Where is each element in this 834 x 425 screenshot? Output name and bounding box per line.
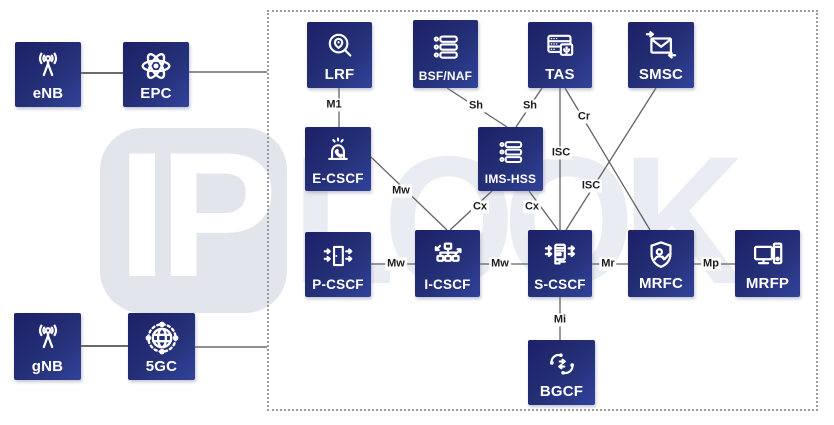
interface-label-m1: M1 [324, 98, 344, 112]
node-label: SMSC [638, 66, 684, 83]
interface-label-cx2: Cx [522, 200, 542, 214]
interface-label-isc1: ISC [549, 146, 573, 160]
ims-core-boundary [267, 10, 818, 411]
interface-label-mw1: Mw [390, 184, 412, 198]
interface-label-mr: Mr [599, 257, 617, 271]
interface-label-sh1: Sh [466, 99, 486, 113]
workstation-icon [735, 230, 800, 276]
interface-label-cx1: Cx [470, 200, 490, 214]
node-label: I-CSCF [424, 276, 471, 292]
node-mrfp: MRFP [735, 230, 800, 297]
node-label: P-CSCF [312, 276, 364, 292]
node-label: TAS [545, 66, 575, 83]
interface-label-mi: Mi [551, 313, 569, 327]
antenna-icon [14, 313, 81, 359]
node-label: LRF [324, 66, 355, 83]
globe-network-icon [128, 313, 195, 359]
watermark-ip-tile: IP [100, 114, 287, 314]
data-stack-icon [413, 20, 478, 70]
node-gnb: gNB [14, 313, 81, 380]
message-exchange-icon [628, 22, 694, 67]
routing-tree-icon [415, 230, 480, 278]
node-s-cscf: S-CSCF [528, 230, 592, 297]
location-search-icon [307, 22, 372, 67]
data-stack-icon [478, 127, 543, 173]
node-lrf: LRF [307, 22, 372, 88]
interface-label-mp: Mp [701, 257, 721, 271]
door-proxy-icon [305, 232, 371, 278]
interface-label-cr: Cr [575, 110, 593, 124]
edge-hss-scscf [528, 190, 559, 231]
node-bgcf: BGCF [528, 340, 595, 405]
node-label: 5GC [145, 358, 178, 375]
telephony-server-icon [528, 22, 592, 67]
shield-user-check-icon [628, 230, 694, 276]
node-p-cscf: P-CSCF [305, 232, 371, 297]
emergency-call-icon [305, 127, 371, 172]
interface-label-mw2: Mw [385, 257, 407, 271]
interface-label-isc2: ISC [579, 179, 603, 193]
node-tas: TAS [528, 22, 592, 88]
antenna-icon [15, 42, 81, 86]
node-label: eNB [32, 85, 64, 102]
atom-icon [123, 42, 189, 86]
edge-smsc-scscf [565, 87, 657, 231]
node-label: E-CSCF [312, 170, 364, 186]
node-label: S-CSCF [534, 276, 586, 292]
node-label: BSF/NAF [418, 69, 473, 83]
node-e-cscf: E-CSCF [305, 127, 371, 191]
interface-label-mw3: Mw [489, 257, 511, 271]
node-epc: EPC [123, 42, 189, 107]
interface-label-sh2: Sh [520, 99, 540, 113]
node-5gc: 5GC [128, 313, 195, 380]
node-label: MRFP [745, 275, 790, 292]
node-label: gNB [31, 358, 64, 375]
node-enb: eNB [15, 42, 81, 107]
watermark-ip-text: IP [117, 114, 277, 314]
node-smsc: SMSC [628, 22, 694, 88]
node-label: IMS-HSS [484, 172, 537, 186]
node-ims-hss: IMS-HSS [478, 127, 543, 191]
session-server-icon [528, 230, 592, 278]
call-transfer-icon [528, 340, 595, 384]
node-bsf-naf: BSF/NAF [413, 20, 478, 88]
node-i-cscf: I-CSCF [415, 230, 480, 297]
node-label: BGCF [539, 383, 584, 400]
node-label: MRFC [638, 275, 684, 292]
node-label: EPC [140, 85, 172, 102]
node-mrfc: MRFC [628, 230, 694, 297]
edge-tas-mrfc [564, 87, 651, 231]
